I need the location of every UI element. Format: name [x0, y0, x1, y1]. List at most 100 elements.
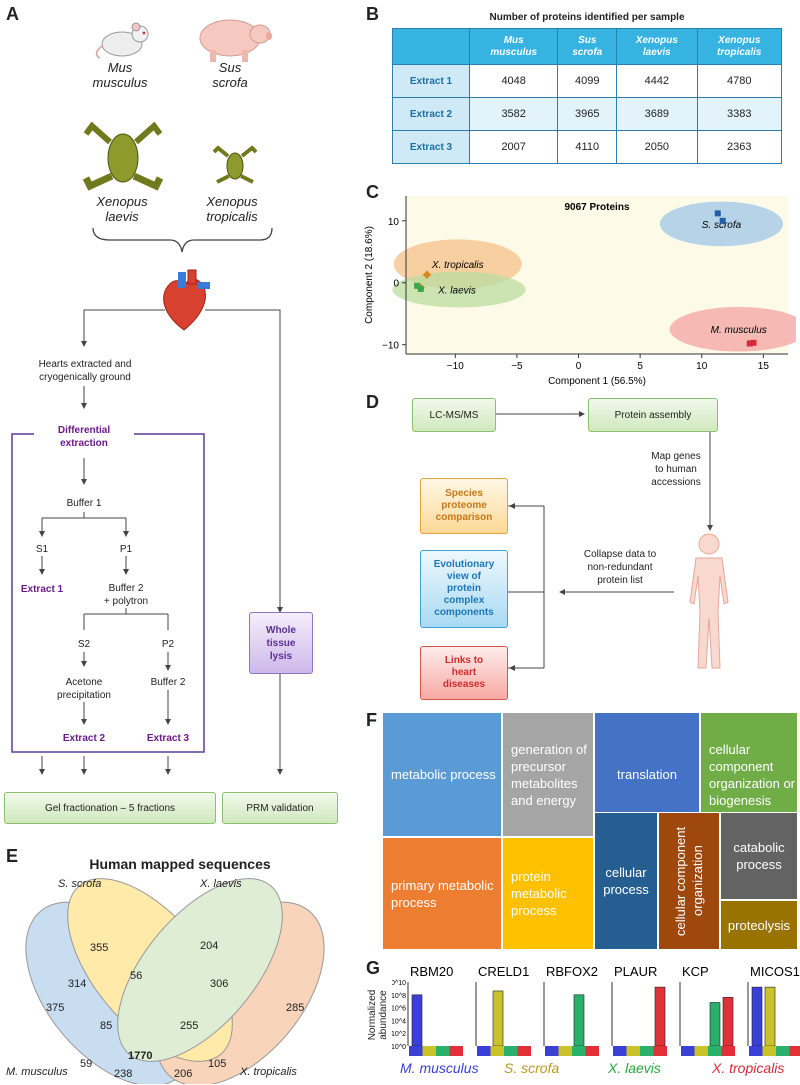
heart-icon — [163, 269, 210, 331]
treemap-cell: cellular component organization — [658, 812, 720, 950]
x-tick-label: −5 — [511, 361, 523, 372]
venn-count: 285 — [286, 1002, 305, 1014]
p2: P2 — [161, 639, 175, 650]
cell: 3965 — [557, 97, 618, 131]
cell: 4442 — [616, 64, 698, 98]
extract3: Extract 3 — [146, 733, 190, 744]
buffer1: Buffer 1 — [66, 498, 102, 509]
venn-label-mmus: M. musculus — [6, 1066, 68, 1078]
bar — [492, 990, 504, 1047]
extract1: Extract 1 — [20, 584, 64, 595]
ellipse-label: X. tropicalis — [431, 260, 484, 271]
data-point — [417, 285, 424, 292]
species-strip — [776, 1046, 790, 1056]
y-tick-label: 10^10 — [392, 980, 406, 987]
y-tick-label: −10 — [382, 341, 399, 352]
data-point — [714, 210, 721, 217]
venn-count: 56 — [130, 970, 143, 982]
buffer2: Buffer 2 — [150, 677, 186, 688]
row-label: Extract 1 — [392, 64, 470, 98]
cell: 2363 — [696, 130, 783, 164]
pig-icon — [199, 19, 272, 62]
venn-count: 105 — [208, 1058, 227, 1070]
gene-label: CRELD1 — [478, 964, 529, 979]
venn-count: 375 — [46, 1002, 65, 1014]
species-strip — [409, 1046, 423, 1056]
species-strip — [626, 1046, 640, 1056]
data-point — [719, 217, 726, 224]
bar — [709, 1002, 721, 1047]
lcms-box: LC-MS/MS — [412, 398, 496, 432]
protein-assembly-box: Protein assembly — [588, 398, 718, 432]
legend-entry: X. tropicalis — [712, 1060, 785, 1076]
data-point — [746, 340, 753, 347]
s1: S1 — [35, 544, 49, 555]
y-tick-label: 10 — [388, 217, 400, 228]
table-corner — [392, 28, 470, 65]
gene-label: MICOS13 — [750, 964, 800, 979]
species-strip — [504, 1046, 518, 1056]
mouse-icon — [95, 22, 149, 59]
pipeline-lines — [496, 411, 713, 671]
species-strip — [749, 1046, 763, 1056]
bar — [751, 986, 763, 1047]
venn-diagram — [25, 878, 325, 1084]
species-strip — [558, 1046, 572, 1056]
species-strip — [708, 1046, 722, 1056]
group-ellipse — [392, 271, 526, 308]
y-tick-label: 10^6 — [392, 1006, 406, 1013]
gel-fractionation: Gel fractionation – 5 fractions — [4, 792, 216, 824]
buffer2-polytron: Buffer 2+ polytron — [103, 583, 149, 607]
data-point — [750, 339, 757, 346]
bar — [722, 997, 734, 1047]
ellipse-label: S. scrofa — [702, 220, 742, 231]
species-strip — [585, 1046, 599, 1056]
cell: 3689 — [616, 97, 698, 131]
venn-count: 59 — [80, 1058, 93, 1070]
species-strip — [477, 1046, 491, 1056]
group-ellipse — [669, 306, 796, 352]
xenopus-tropicalis-icon — [212, 145, 258, 184]
cell: 4110 — [557, 130, 618, 164]
row-label: Extract 3 — [392, 130, 470, 164]
human-body-icon — [689, 533, 729, 669]
y-tick-label: 10^0 — [392, 1044, 406, 1051]
treemap-cell: cellular process — [594, 812, 658, 950]
species-strip — [422, 1046, 436, 1056]
gene-label: PLAUR — [614, 964, 657, 979]
y-tick-label: 10^8 — [392, 993, 406, 1000]
panel-label-a: A — [6, 4, 19, 24]
bar — [764, 986, 776, 1047]
extract2: Extract 2 — [62, 733, 106, 744]
treemap-cell: primary metabolic process — [382, 837, 502, 950]
bar — [573, 994, 585, 1047]
x-tick-label: 0 — [576, 361, 582, 372]
panel-label-c: C — [366, 182, 379, 202]
species-strip — [517, 1046, 531, 1056]
s2: S2 — [77, 639, 91, 650]
cell: 4099 — [557, 64, 618, 98]
gene-label: RBFOX2 — [546, 964, 598, 979]
species-strip — [572, 1046, 586, 1056]
ellipse-label: X. laevis — [437, 286, 476, 297]
species-strip — [694, 1046, 708, 1056]
venn-count: 206 — [174, 1068, 193, 1080]
venn-count: 1770 — [128, 1050, 153, 1062]
species-strip — [490, 1046, 504, 1056]
x-axis-label: Component 1 (56.5%) — [548, 376, 646, 386]
venn-label-xlaevis: X. laevis — [200, 878, 242, 890]
chart-title: 9067 Proteins — [564, 202, 629, 213]
bar — [654, 986, 666, 1047]
treemap-cell: protein metabolic process — [502, 837, 594, 950]
